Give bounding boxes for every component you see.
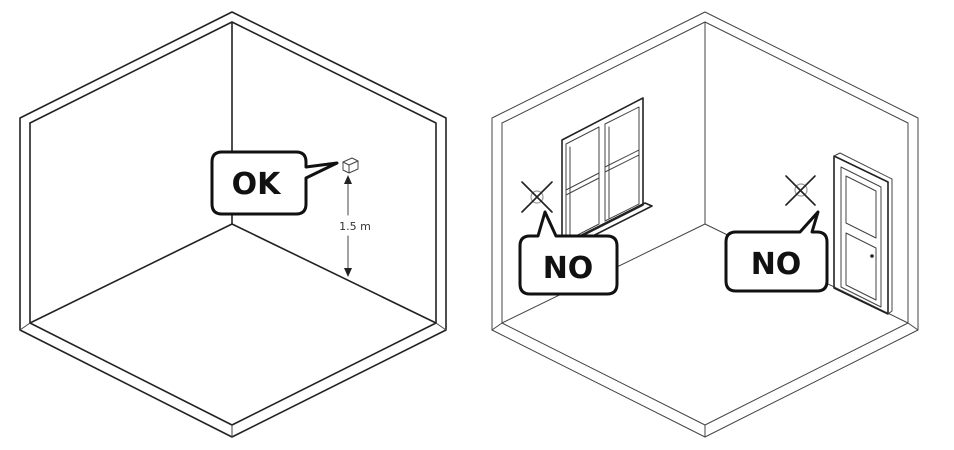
- right-room: NO NO: [491, 11, 919, 438]
- door-handle: [870, 254, 874, 258]
- door-leaf: [840, 166, 882, 308]
- left-room-floor-outer-rim: [19, 322, 447, 438]
- arrow-up-icon: [344, 175, 352, 184]
- door: [833, 152, 893, 315]
- door-panel-top: [845, 175, 877, 239]
- callout-ok: OK: [210, 150, 339, 216]
- cross-mark-icon: [521, 181, 553, 213]
- callout-no-window-label: NO: [543, 251, 594, 286]
- left-room-floor: [29, 223, 437, 426]
- left-room: 1.5 m OK: [19, 11, 447, 438]
- measure-label: 1.5 m: [339, 220, 371, 233]
- right-room-inner-walls: [501, 21, 909, 324]
- door-panel-bottom: [845, 232, 877, 301]
- arrow-down-icon: [344, 268, 352, 277]
- callout-no-door-bubble: [724, 210, 829, 293]
- callout-no-window-bubble: [518, 210, 619, 296]
- callout-ok-bubble: [210, 150, 339, 216]
- door-frame: [833, 155, 889, 315]
- callout-ok-label: OK: [232, 167, 283, 202]
- thermostat-device-icon: [342, 157, 359, 174]
- callout-no-window: NO: [518, 210, 619, 296]
- height-measurement: 1.5 m: [339, 175, 371, 277]
- window-frame: [561, 97, 644, 247]
- left-room-inner-walls: [29, 21, 437, 324]
- window: [559, 97, 653, 250]
- callout-no-door: NO: [724, 210, 829, 293]
- right-room-floor-outer-rim: [491, 322, 919, 438]
- callout-no-door-label: NO: [751, 247, 802, 282]
- cross-mark-icon: [785, 175, 816, 206]
